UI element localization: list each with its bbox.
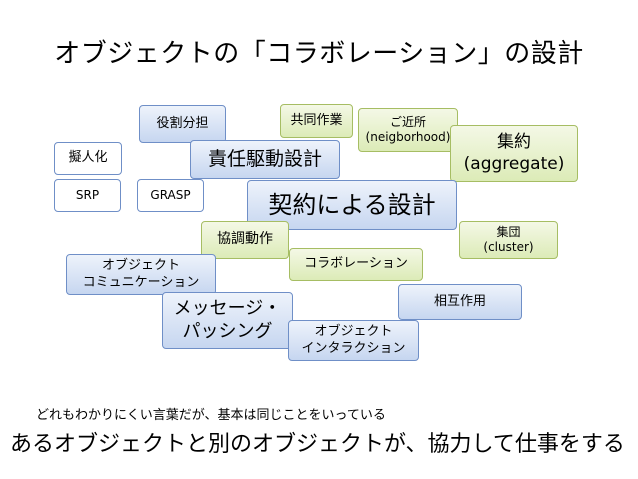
cooperative-action-box: 協調動作 (201, 221, 289, 259)
grasp-label: GRASP (150, 188, 191, 202)
aggregate-box: 集約 (aggregate) (450, 125, 578, 182)
srp-label: SRP (75, 188, 100, 202)
grasp-box: GRASP (137, 179, 204, 212)
neighborhood-english-label: (neigborhood) (365, 130, 451, 144)
neighborhood-label: ご近所 (389, 115, 426, 129)
message-passing-label-line2: パッシング (182, 320, 273, 342)
object-interaction-box: オブジェクト インタラクション (288, 320, 419, 361)
object-communication-label-line1: オブジェクト (101, 258, 180, 274)
interaction-box: 相互作用 (398, 284, 522, 320)
cluster-english-label: (cluster) (483, 240, 534, 254)
message-passing-box: メッセージ・ パッシング (162, 292, 293, 349)
note-text: どれもわかりにくい言葉だが、基本は同じことをいっている (36, 408, 386, 423)
object-communication-box: オブジェクト コミュニケーション (66, 254, 216, 295)
role-assignment-box: 役割分担 (139, 105, 226, 143)
collaboration-box: コラボレーション (289, 248, 423, 281)
interaction-label: 相互作用 (433, 293, 486, 309)
personification-label: 擬人化 (68, 150, 108, 166)
collaboration-label: コラボレーション (304, 256, 408, 272)
cluster-box: 集団 (cluster) (459, 221, 558, 259)
responsibility-driven-design-label: 責任駆動設計 (207, 147, 322, 170)
cooperative-action-label: 協調動作 (217, 231, 273, 248)
message-passing-label-line1: メッセージ・ (173, 298, 282, 319)
slide-title: オブジェクトの「コラボレーション」の設計 (54, 39, 584, 69)
object-interaction-label-line2: インタラクション (301, 340, 406, 356)
conclusion-text: あるオブジェクトと別のオブジェクトが、協力して仕事をする (10, 432, 625, 457)
joint-work-label: 共同作業 (290, 112, 343, 128)
cluster-label: 集団 (496, 225, 521, 239)
neighborhood-box: ご近所 (neigborhood) (358, 108, 458, 152)
design-by-contract-label: 契約による設計 (268, 191, 436, 219)
aggregate-english-label: (aggregate) (463, 153, 565, 174)
object-communication-label-line2: コミュニケーション (82, 274, 200, 290)
role-assignment-label: 役割分担 (156, 115, 209, 131)
responsibility-driven-design-box: 責任駆動設計 (190, 140, 340, 179)
joint-work-box: 共同作業 (280, 104, 353, 138)
personification-box: 擬人化 (54, 142, 122, 175)
srp-box: SRP (54, 179, 121, 212)
object-interaction-label-line1: オブジェクト (314, 324, 393, 340)
aggregate-label: 集約 (497, 132, 531, 153)
